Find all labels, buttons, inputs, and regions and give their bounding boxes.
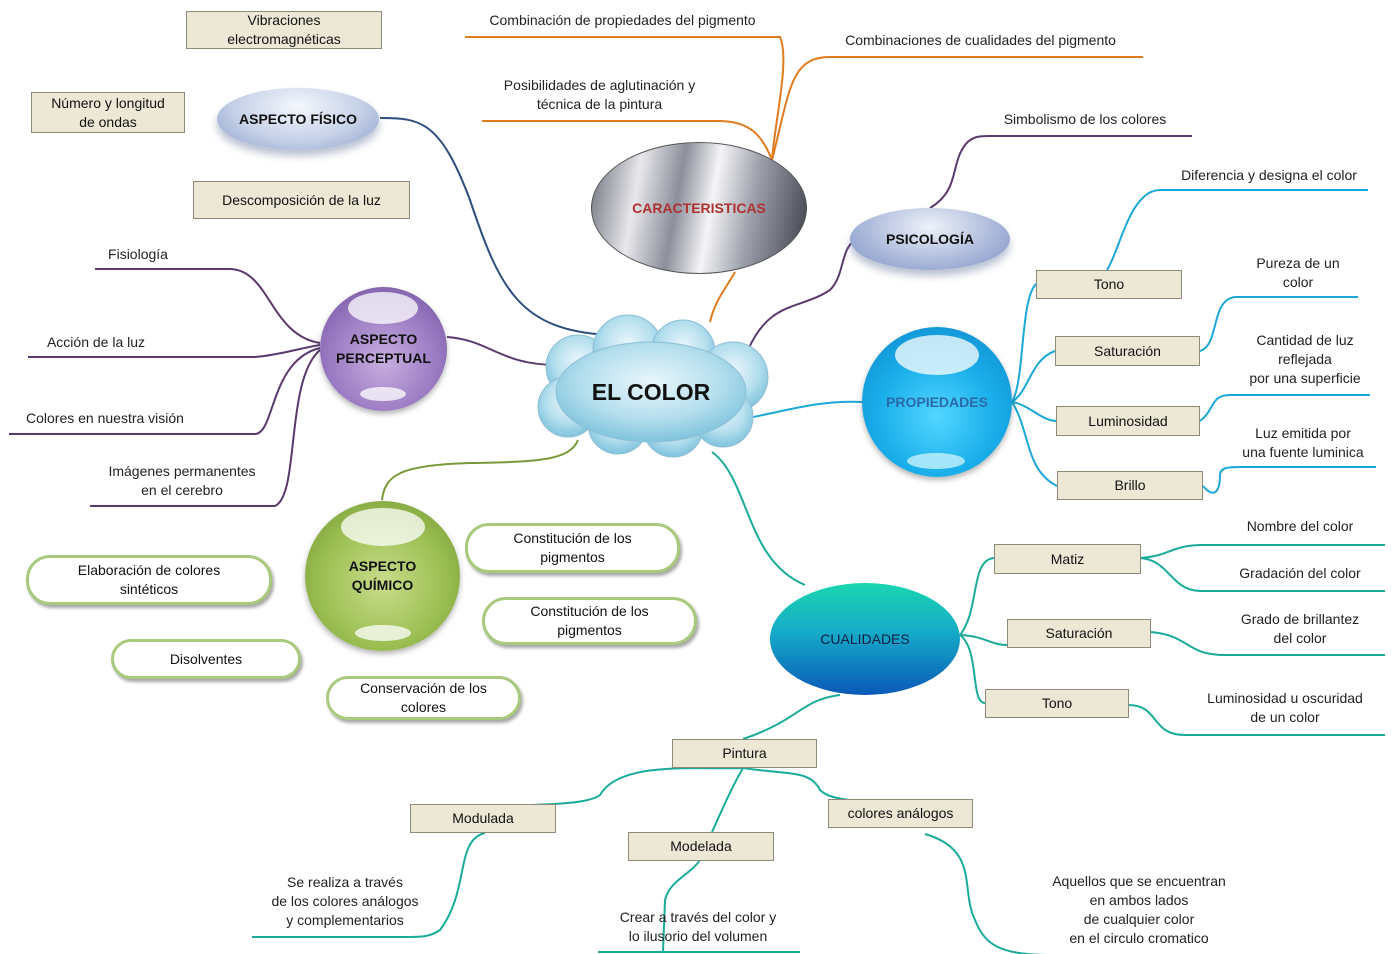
aspecto-fisico-label: ASPECTO FÍSICO bbox=[239, 110, 357, 127]
aspecto-perceptual-label: ASPECTO PERCEPTUAL bbox=[336, 331, 431, 366]
link-car-1 bbox=[465, 36, 785, 161]
link-caracteristicas bbox=[709, 271, 736, 323]
link-pin-d2 bbox=[598, 859, 800, 953]
gloss-highlight bbox=[348, 292, 418, 324]
link-per-4 bbox=[90, 349, 321, 507]
cua-box-tono: Tono bbox=[985, 689, 1129, 718]
psi-item-1: Simbolismo de los colores bbox=[1003, 111, 1167, 127]
psicologia-node[interactable]: PSICOLOGÍA bbox=[850, 208, 1010, 270]
car-item-1: Combinación de propiedades del pigmento bbox=[489, 12, 756, 28]
link-prop-d3 bbox=[1199, 394, 1370, 422]
link-prop-bri bbox=[1011, 401, 1058, 487]
per-item-3: Colores en nuestra visión bbox=[26, 410, 184, 426]
cloud-shape bbox=[537, 314, 769, 458]
el-color-label: EL COLOR bbox=[591, 378, 711, 405]
cua-box-saturacion: Saturación bbox=[1007, 619, 1151, 648]
link-per-1 bbox=[95, 268, 321, 344]
pin-desc-3: Aquellos que se encuentran en ambos lado… bbox=[1052, 873, 1226, 946]
prop-desc-1: Diferencia y designa el color bbox=[1181, 167, 1357, 183]
prop-desc-3: Cantidad de luz reflejada por una superf… bbox=[1249, 332, 1361, 386]
prop-box-tono: Tono bbox=[1036, 270, 1182, 299]
car-item-3: Posibilidades de aglutinación y técnica … bbox=[503, 77, 696, 112]
link-cua-sat bbox=[959, 634, 1008, 646]
el-color-center-node[interactable]: EL COLOR bbox=[528, 312, 774, 462]
pin-box-modelada: Modelada bbox=[628, 832, 774, 861]
propiedades-label: PROPIEDADES bbox=[886, 393, 988, 410]
fisico-item-2: Número y longitud de ondas bbox=[31, 92, 185, 133]
gloss-highlight bbox=[355, 625, 411, 641]
aspecto-quimico-node[interactable]: ASPECTO QUÍMICO bbox=[305, 501, 460, 651]
prop-desc-4: Luz emitida por una fuente luminica bbox=[1242, 425, 1364, 460]
cua-desc-3: Grado de brillantez del color bbox=[1240, 611, 1360, 646]
fisico-item-1: Vibraciones electromagnéticas bbox=[186, 11, 382, 49]
gloss-highlight bbox=[360, 387, 406, 401]
link-pin-model bbox=[711, 767, 744, 833]
pin-desc-2: Crear a través del color y lo ilusorio d… bbox=[619, 909, 777, 944]
link-prop-d2 bbox=[1199, 296, 1358, 352]
per-item-4: Imágenes permanentes en el cerebro bbox=[108, 463, 256, 498]
link-pintura bbox=[742, 694, 841, 740]
gloss-highlight bbox=[341, 508, 425, 546]
qui-item-2: Constitución de los pigmentos bbox=[482, 597, 697, 645]
per-item-2: Acción de la luz bbox=[46, 334, 146, 350]
gloss-highlight bbox=[907, 453, 965, 469]
car-item-2: Combinaciones de cualidades del pigmento bbox=[845, 32, 1116, 48]
link-psicologia bbox=[747, 239, 856, 351]
link-per-3 bbox=[9, 347, 321, 435]
link-cualidades bbox=[711, 451, 806, 586]
prop-box-saturacion: Saturación bbox=[1055, 336, 1200, 366]
cua-box-matiz: Matiz bbox=[994, 544, 1141, 574]
aspecto-perceptual-node[interactable]: ASPECTO PERCEPTUAL bbox=[320, 287, 447, 411]
prop-box-luminosidad: Luminosidad bbox=[1056, 406, 1200, 436]
cualidades-node[interactable]: CUALIDADES bbox=[770, 583, 960, 695]
link-cua-d2 bbox=[1139, 557, 1385, 592]
qui-item-5: Conservación de los colores bbox=[326, 676, 521, 720]
caracteristicas-label: CARACTERISTICAS bbox=[632, 199, 766, 216]
link-car-3 bbox=[482, 120, 773, 161]
caracteristicas-node[interactable]: CARACTERISTICAS bbox=[591, 142, 807, 274]
link-cua-tono bbox=[959, 634, 986, 704]
psicologia-label: PSICOLOGÍA bbox=[886, 230, 974, 247]
link-cua-d3 bbox=[1149, 631, 1385, 656]
link-prop-d4 bbox=[1202, 466, 1376, 494]
link-prop-tono bbox=[1011, 283, 1037, 403]
propiedades-node[interactable]: PROPIEDADES bbox=[862, 327, 1012, 477]
link-perceptual bbox=[446, 336, 558, 366]
link-pin-mod bbox=[481, 767, 744, 807]
qui-item-3: Elaboración de colores sintéticos bbox=[26, 555, 272, 605]
pin-box-modulada: Modulada bbox=[410, 804, 556, 833]
cua-desc-1: Nombre del color bbox=[1246, 518, 1354, 534]
link-cua-d4 bbox=[1127, 704, 1385, 736]
link-pin-d3 bbox=[924, 833, 1248, 954]
per-item-1: Fisiología bbox=[108, 246, 168, 262]
aspecto-fisico-node[interactable]: ASPECTO FÍSICO bbox=[217, 88, 379, 150]
cualidades-label: CUALIDADES bbox=[820, 630, 910, 647]
qui-item-1: Constitución de los pigmentos bbox=[465, 523, 680, 573]
link-propiedades bbox=[747, 400, 863, 419]
pin-box-colores-analogos: colores análogos bbox=[828, 799, 973, 828]
qui-item-4: Disolventes bbox=[111, 639, 301, 679]
pintura-box: Pintura bbox=[672, 739, 817, 768]
link-cua-matiz bbox=[959, 557, 995, 636]
link-prop-lum bbox=[1011, 401, 1057, 422]
link-prop-sat bbox=[1011, 350, 1056, 403]
link-cua-d1 bbox=[1139, 544, 1385, 559]
pin-desc-1: Se realiza a través de los colores análo… bbox=[271, 874, 419, 928]
cua-desc-4: Luminosidad u oscuridad de un color bbox=[1207, 690, 1363, 725]
link-psi-1 bbox=[929, 135, 1192, 209]
prop-box-brillo: Brillo bbox=[1057, 471, 1203, 500]
link-fisico bbox=[379, 117, 609, 336]
prop-desc-2: Pureza de un color bbox=[1256, 255, 1340, 290]
cua-desc-2: Gradación del color bbox=[1239, 565, 1361, 581]
gloss-highlight bbox=[895, 335, 979, 375]
link-quimico bbox=[381, 439, 579, 501]
aspecto-quimico-label: ASPECTO QUÍMICO bbox=[348, 558, 417, 593]
link-pin-d1 bbox=[252, 832, 486, 938]
link-prop-d1 bbox=[1106, 189, 1368, 271]
link-car-2 bbox=[771, 56, 1143, 161]
link-per-2 bbox=[28, 344, 321, 358]
fisico-item-3: Descomposición de la luz bbox=[193, 181, 410, 219]
